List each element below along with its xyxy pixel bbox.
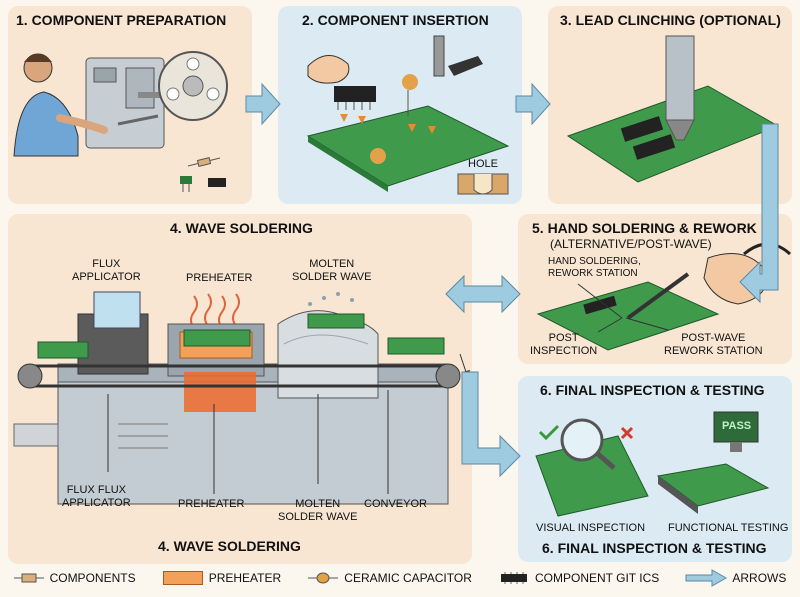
legend-item-components: COMPONENTS <box>13 571 136 585</box>
hole-label: HOLE <box>468 158 498 170</box>
panel-subtitle: (ALTERNATIVE/POST-WAVE) <box>550 237 712 251</box>
panel-component-preparation: 1. COMPONENT PREPARATION <box>8 6 252 204</box>
flux-applicator-label-top: FLUX APPLICATOR <box>72 258 141 283</box>
panel-title-bottom: 4. WAVE SOLDERING <box>158 538 301 554</box>
lead-clinching-illustration <box>566 35 780 183</box>
flux-applicator-label-bottom: FLUX FLUX APPLICATOR <box>62 484 131 509</box>
panel-wave-soldering: 4. WAVE SOLDERING FLUX APPLICATOR PREHEA… <box>8 214 472 564</box>
wave-soldering-machine-illustration <box>13 291 470 505</box>
panel-title: 3. LEAD CLINCHING (OPTIONAL) <box>560 12 781 28</box>
preheater-label-bottom: PREHEATER <box>178 498 245 510</box>
capacitor-icon <box>308 572 339 584</box>
panel-title: 2. COMPONENT INSERTION <box>302 12 489 28</box>
panel-title: 5. HAND SOLDERING & REWORK <box>532 220 757 236</box>
legend: COMPONENTS PREHEATER CERAMIC CAPACITOR C… <box>0 559 800 597</box>
legend-item-component-ics: COMPONENT GIT ICS <box>499 571 659 585</box>
preheater-label-top: PREHEATER <box>186 272 253 284</box>
legend-item-arrows: ARROWS <box>685 569 787 587</box>
rework-station-label: HAND SOLDERING, REWORK STATION <box>548 256 641 279</box>
post-inspection-label: POST INSPECTION <box>530 332 598 357</box>
panel-final-inspection: 6. FINAL INSPECTION & TESTING PASS VISUA… <box>518 376 792 562</box>
panel-hand-soldering: 5. HAND SOLDERING & REWORK (ALTERNATIVE/… <box>518 214 792 364</box>
legend-label: COMPONENT GIT ICS <box>535 571 660 585</box>
panel-title-bottom: 6. FINAL INSPECTION & TESTING <box>542 540 767 556</box>
ic-chip-icon <box>501 572 527 584</box>
final-inspection-illustration <box>535 411 770 517</box>
legend-label: ARROWS <box>732 571 787 585</box>
legend-label: CERAMIC CAPACITOR <box>344 571 472 585</box>
panel-component-insertion: 2. COMPONENT INSERTION HOLE <box>278 6 522 204</box>
legend-label: COMPONENTS <box>49 571 136 585</box>
legend-item-preheater: PREHEATER <box>162 571 282 585</box>
post-wave-rework-label: POST-WAVE REWORK STATION <box>664 332 763 357</box>
panel-title-top: 6. FINAL INSPECTION & TESTING <box>540 382 765 398</box>
panel-title: 1. COMPONENT PREPARATION <box>16 12 227 28</box>
conveyor-label: CONVEYOR <box>364 498 427 510</box>
component-preparation-illustration <box>13 51 228 192</box>
panel-lead-clinching: 3. LEAD CLINCHING (OPTIONAL) <box>548 6 792 204</box>
resistor-icon <box>13 573 44 583</box>
functional-testing-label: FUNCTIONAL TESTING <box>668 522 789 534</box>
visual-inspection-label: VISUAL INSPECTION <box>536 522 646 534</box>
molten-solder-wave-label-bottom: MOLTEN SOLDER WAVE <box>278 498 358 523</box>
panel-title-top: 4. WAVE SOLDERING <box>170 220 313 236</box>
legend-label: PREHEATER <box>208 571 282 585</box>
component-insertion-illustration <box>306 35 510 195</box>
legend-item-ceramic-capacitor: CERAMIC CAPACITOR <box>308 571 472 585</box>
preheater-swatch-icon <box>162 571 203 585</box>
arrow-icon <box>685 569 728 587</box>
pass-indicator: PASS <box>722 420 752 432</box>
molten-solder-wave-label-top: MOLTEN SOLDER WAVE <box>292 258 372 283</box>
